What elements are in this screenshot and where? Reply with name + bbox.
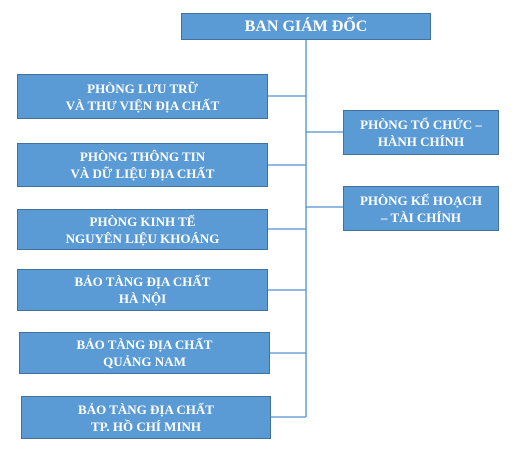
unit-label-line2: NGUYÊN LIỆU KHOÁNG <box>65 230 220 246</box>
unit-box-planning-finance: PHÒNG KẾ HOẠCH – TÀI CHÍNH <box>343 186 499 231</box>
unit-label-line2: TP. HỒ CHÍ MINH <box>90 418 202 434</box>
unit-label-line1: PHÒNG KẾ HOẠCH <box>359 192 483 208</box>
unit-label-line2: VÀ THƯ VIỆN ĐỊA CHẤT <box>65 97 220 113</box>
unit-box-museum-hcmc: BẢO TÀNG ĐỊA CHẤT TP. HỒ CHÍ MINH <box>21 396 271 439</box>
unit-box-organization-admin: PHÒNG TỔ CHỨC – HÀNH CHÍNH <box>343 110 499 155</box>
unit-label-line1: BẢO TÀNG ĐỊA CHẤT <box>78 401 214 417</box>
unit-label-line1: PHÒNG KINH TẾ <box>89 213 196 229</box>
unit-label-line1: BẢO TÀNG ĐỊA CHẤT <box>74 274 211 289</box>
unit-label-line2: HÀ NỘI <box>118 291 167 306</box>
unit-label-line2: VÀ DỮ LIỆU ĐỊA CHẤT <box>70 166 215 181</box>
unit-box-museum-hanoi: BẢO TÀNG ĐỊA CHẤT HÀ NỘI <box>17 269 268 311</box>
unit-label-line1: PHÒNG LƯU TRỮ <box>87 80 198 96</box>
unit-label-line1: PHÒNG TỔ CHỨC – <box>360 116 482 132</box>
unit-label-line2: – TÀI CHÍNH <box>381 209 461 225</box>
board-of-directors-box: BAN GIÁM ĐỐC <box>181 13 431 40</box>
unit-label-line2: HÀNH CHÍNH <box>377 133 465 149</box>
unit-label-line2: QUẢNG NAM <box>103 354 186 369</box>
unit-label-line1: BẢO TÀNG ĐỊA CHẤT <box>76 337 213 352</box>
board-of-directors-label: BAN GIÁM ĐỐC <box>244 18 368 35</box>
unit-box-information-data: PHÒNG THÔNG TIN VÀ DỮ LIỆU ĐỊA CHẤT <box>17 143 268 187</box>
unit-box-museum-quangnam: BẢO TÀNG ĐỊA CHẤT QUẢNG NAM <box>19 332 270 374</box>
unit-label-line1: PHÒNG THÔNG TIN <box>79 149 206 164</box>
unit-box-archive-library: PHÒNG LƯU TRỮ VÀ THƯ VIỆN ĐỊA CHẤT <box>17 74 268 119</box>
unit-box-mineral-economics: PHÒNG KINH TẾ NGUYÊN LIỆU KHOÁNG <box>17 209 268 250</box>
